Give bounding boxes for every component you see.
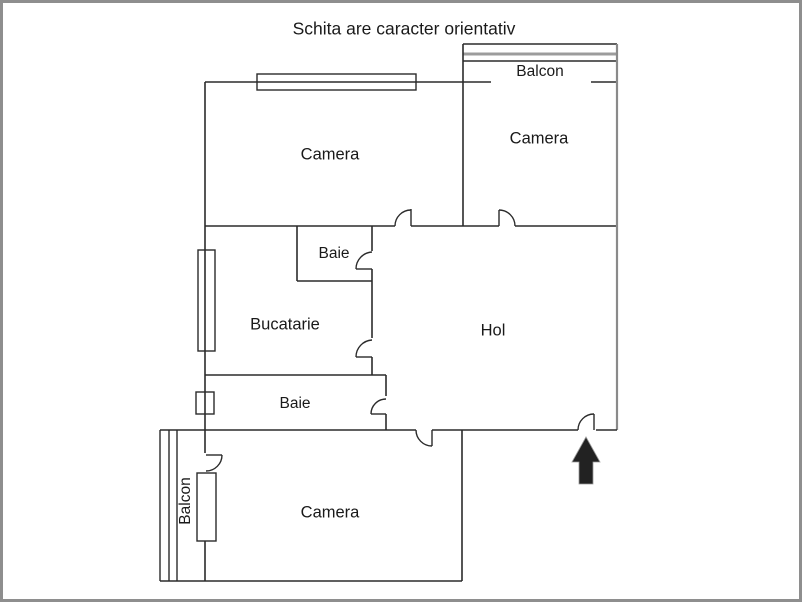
room-label-balcon-top: Balcon <box>516 63 564 80</box>
wall-balcon-bottom <box>159 430 178 581</box>
entrance-arrow-icon <box>571 436 601 485</box>
room-label-baie-upper: Baie <box>318 245 350 262</box>
door-hol-camera-bottom <box>415 429 433 447</box>
door-baie-upper <box>355 251 373 270</box>
room-label-balcon-bottom: Balcon <box>177 477 194 525</box>
room-label-camera-top-left: Camera <box>300 145 360 164</box>
window-camera-top-left <box>256 73 417 91</box>
window-bucatarie <box>197 249 216 352</box>
window-camera-bottom <box>196 472 217 542</box>
plan-title: Schita are caracter orientativ <box>292 18 516 39</box>
wall-balcon-top <box>463 43 617 83</box>
door-camera-top-left-hol <box>394 209 412 227</box>
window-baie-lower <box>195 391 215 415</box>
door-bucatarie <box>355 339 373 358</box>
room-label-camera-bottom: Camera <box>300 503 360 522</box>
door-camera-bottom-balcon <box>205 454 223 472</box>
wall-camera-bottom <box>160 430 463 582</box>
door-entrance <box>577 413 595 431</box>
door-camera-top-right-hol <box>498 209 516 227</box>
room-label-camera-top-right: Camera <box>509 129 569 148</box>
floor-plan-drawing <box>159 43 619 582</box>
room-label-hol: Hol <box>480 321 506 340</box>
door-baie-lower <box>370 398 387 415</box>
room-label-bucatarie: Bucatarie <box>250 315 320 334</box>
wall-baie-upper <box>296 226 372 282</box>
room-label-baie-lower: Baie <box>279 395 311 412</box>
